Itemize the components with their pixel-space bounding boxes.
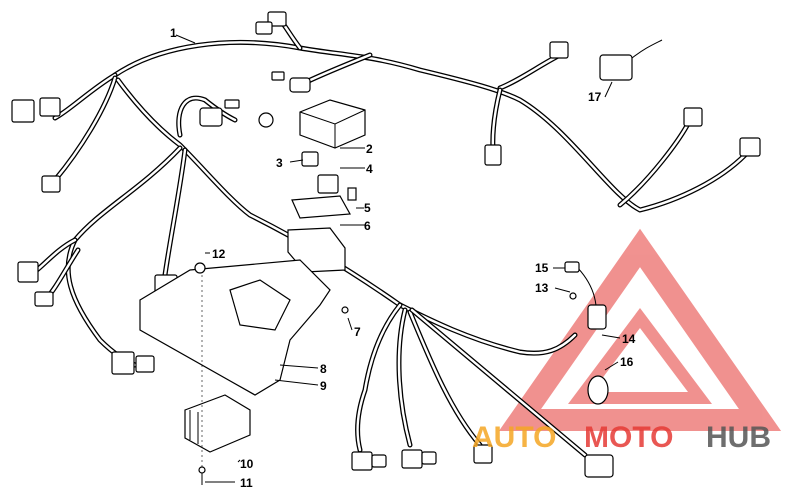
connector bbox=[683, 107, 703, 127]
voltage-regulator bbox=[184, 394, 251, 453]
watermark-hub: HUB bbox=[706, 421, 771, 454]
bulb-socket bbox=[258, 112, 274, 128]
fuse-box-cover bbox=[299, 99, 366, 149]
callout-1: 1 bbox=[170, 26, 177, 40]
watermark-triangle bbox=[498, 228, 782, 431]
connector bbox=[739, 137, 761, 157]
connector bbox=[111, 351, 155, 375]
callout-11: 11 bbox=[240, 476, 253, 490]
connector bbox=[473, 444, 493, 464]
callout-16: 16 bbox=[620, 355, 634, 369]
connector bbox=[351, 451, 387, 471]
screw bbox=[569, 292, 577, 300]
connector bbox=[549, 41, 569, 59]
callout-4: 4 bbox=[366, 162, 373, 176]
mounting-tray bbox=[139, 259, 331, 396]
watermark: AUTO MOTO HUB bbox=[472, 421, 771, 454]
callout-5: 5 bbox=[364, 201, 371, 215]
callout-3: 3 bbox=[276, 156, 283, 170]
connector bbox=[17, 261, 39, 283]
fuse-board bbox=[291, 195, 351, 219]
connector bbox=[34, 291, 54, 307]
connector bbox=[401, 449, 437, 469]
connector bbox=[271, 71, 311, 93]
callout-7: 7 bbox=[354, 325, 361, 339]
callout-2: 2 bbox=[366, 142, 373, 156]
callout-9: 9 bbox=[320, 379, 327, 393]
mini-fuse bbox=[347, 187, 357, 201]
callout-12: 12 bbox=[212, 247, 226, 261]
callout-10: 10 bbox=[240, 457, 254, 471]
connector bbox=[484, 144, 502, 166]
callout-14: 14 bbox=[622, 332, 636, 346]
callout-15: 15 bbox=[535, 261, 549, 275]
connector bbox=[11, 97, 61, 123]
watermark-moto: MOTO bbox=[584, 421, 673, 454]
callout-6: 6 bbox=[364, 219, 371, 233]
callout-8: 8 bbox=[320, 362, 327, 376]
nut bbox=[194, 262, 206, 274]
callout-leaders bbox=[175, 34, 621, 483]
connector bbox=[584, 454, 614, 478]
cable-tie bbox=[587, 375, 609, 405]
connector bbox=[255, 11, 287, 35]
callout-17: 17 bbox=[588, 90, 602, 104]
ground-cable bbox=[564, 261, 607, 330]
callout-13: 13 bbox=[535, 281, 549, 295]
screw bbox=[341, 306, 349, 314]
connector bbox=[41, 175, 61, 193]
relay-block bbox=[287, 227, 346, 273]
watermark-auto: AUTO bbox=[472, 421, 556, 454]
relay bbox=[599, 39, 663, 81]
fuse bbox=[301, 151, 319, 167]
connector bbox=[199, 99, 240, 127]
bolt bbox=[198, 466, 206, 485]
relay bbox=[317, 174, 339, 194]
